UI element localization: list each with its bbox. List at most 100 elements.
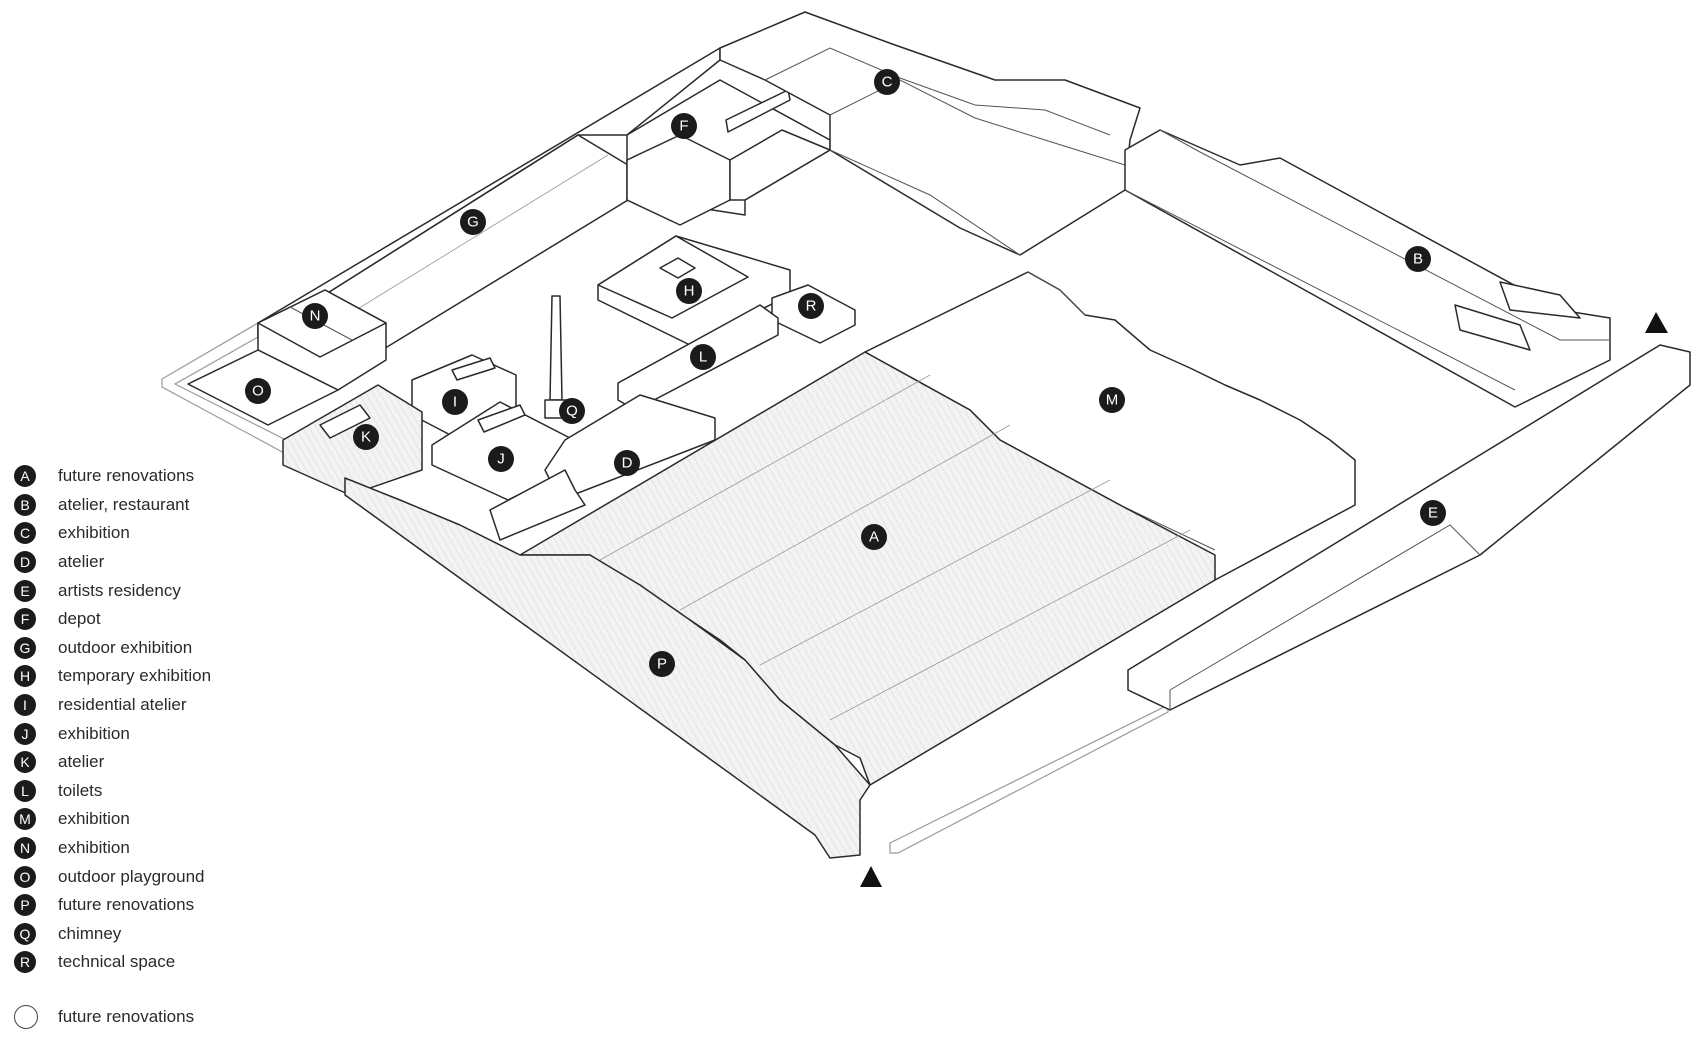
marker-m: M — [1099, 387, 1125, 413]
legend-badge: O — [14, 865, 36, 888]
marker-k: K — [353, 424, 379, 450]
legend-badge: N — [14, 837, 36, 860]
legend-label: atelier — [58, 752, 105, 772]
legend-badge: F — [14, 608, 36, 631]
legend-label: residential atelier — [58, 695, 187, 715]
marker-h: H — [676, 278, 702, 304]
legend-label: exhibition — [58, 838, 130, 858]
marker-e: E — [1420, 500, 1446, 526]
legend-label: technical space — [58, 952, 176, 972]
marker-g: G — [460, 209, 486, 235]
legend-label: artists residency — [58, 580, 181, 600]
legend-label: chimney — [58, 923, 122, 943]
marker-l: L — [690, 344, 716, 370]
legend-extra-label: future renovations — [58, 1007, 195, 1026]
legend-badge: I — [14, 694, 36, 717]
legend-label: temporary exhibition — [58, 666, 212, 686]
svg-text:R: R — [806, 298, 817, 315]
svg-text:C: C — [882, 74, 893, 91]
legend-label: exhibition — [58, 809, 130, 829]
legend-badge: G — [14, 636, 36, 659]
svg-text:Q: Q — [566, 403, 578, 420]
legend-badge: B — [14, 493, 36, 516]
legend-label: future renovations — [58, 895, 195, 915]
marker-i: I — [442, 389, 468, 415]
svg-text:H: H — [684, 283, 695, 300]
svg-text:L: L — [699, 349, 707, 366]
building-k — [282, 384, 423, 496]
marker-q: Q — [559, 398, 585, 424]
legend-badge: R — [14, 951, 36, 974]
marker-j: J — [488, 446, 514, 472]
marker-b: B — [1405, 246, 1431, 272]
legend-badge: H — [14, 665, 36, 688]
legend-label: atelier — [58, 552, 105, 572]
marker-f: F — [671, 113, 697, 139]
svg-text:B: B — [1413, 251, 1423, 268]
legend-badge: A — [14, 465, 36, 488]
marker-n: N — [302, 303, 328, 329]
legend-badge: C — [14, 522, 36, 545]
svg-text:P: P — [657, 656, 667, 673]
legend-label: outdoor playground — [58, 866, 205, 886]
legend-label: depot — [58, 609, 101, 629]
marker-o: O — [245, 378, 271, 404]
legend-label: exhibition — [58, 523, 130, 543]
svg-text:D: D — [622, 455, 633, 472]
svg-text:E: E — [1428, 505, 1438, 522]
svg-text:A: A — [869, 529, 879, 546]
legend-badge: E — [14, 579, 36, 602]
legend-badge: M — [14, 808, 36, 831]
svg-text:N: N — [310, 308, 321, 325]
legend-badge: J — [14, 722, 36, 745]
svg-text:G: G — [467, 214, 479, 231]
legend-label: exhibition — [58, 723, 130, 743]
legend-badge: L — [14, 779, 36, 802]
building-b — [1124, 129, 1611, 408]
marker-p: P — [649, 651, 675, 677]
marker-a: A — [861, 524, 887, 550]
marker-c: C — [874, 69, 900, 95]
legend-extra: future renovations — [14, 1005, 194, 1029]
legend-badge: K — [14, 751, 36, 774]
entrance-arrow-south — [860, 866, 882, 887]
svg-text:K: K — [361, 429, 371, 446]
entrance-arrow-east — [1645, 312, 1668, 333]
building-p — [344, 477, 871, 859]
svg-text:M: M — [1106, 392, 1119, 409]
marker-r: R — [798, 293, 824, 319]
legend-label: atelier, restaurant — [58, 494, 190, 514]
legend-label: outdoor exhibition — [58, 637, 193, 657]
svg-text:I: I — [453, 394, 457, 411]
building-f — [626, 79, 831, 226]
legend-badge: P — [14, 894, 36, 917]
legend-label: future renovations — [58, 466, 195, 486]
svg-text:F: F — [679, 118, 688, 135]
legend-label: toilets — [58, 780, 103, 800]
legend-badge: Q — [14, 922, 36, 945]
svg-text:J: J — [497, 451, 505, 468]
legend-open-circle-icon — [14, 1005, 38, 1029]
building-e — [1127, 344, 1691, 711]
legend-badge: D — [14, 551, 36, 574]
